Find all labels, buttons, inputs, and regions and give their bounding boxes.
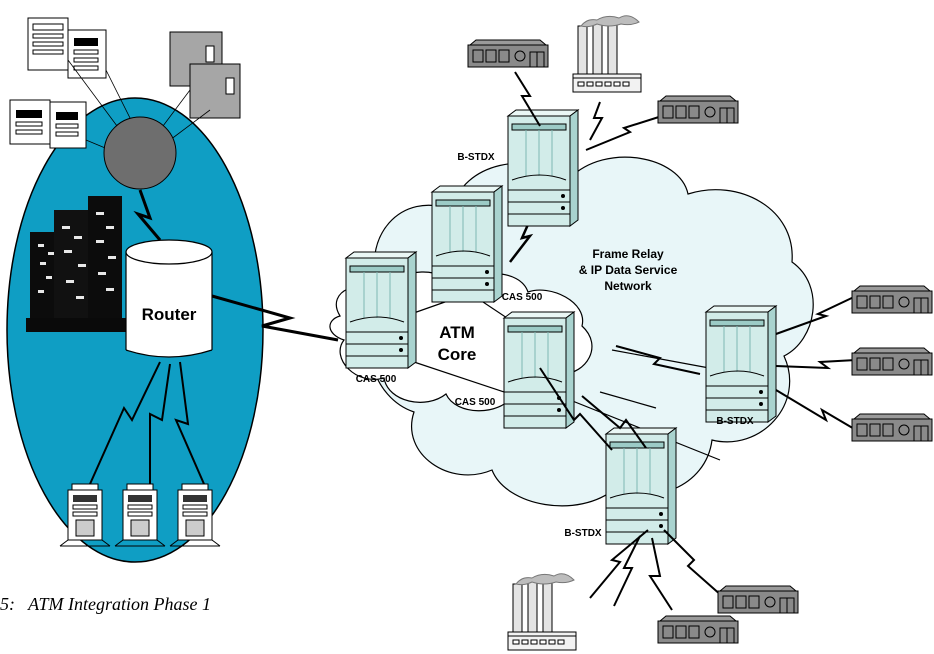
cas-low-label: CAS 500 — [455, 397, 496, 408]
workstation-2 — [114, 483, 166, 547]
router-workstation-links — [89, 361, 205, 485]
frame-relay-label-1: Frame Relay — [592, 247, 664, 261]
cas-left-switch — [345, 251, 417, 369]
bstdx-top-label: B-STDX — [457, 152, 495, 163]
link-router-atm — [211, 294, 339, 342]
bstdx-bottom-switch — [605, 427, 677, 545]
server-rack-2 — [67, 29, 107, 79]
server-rack-3 — [9, 99, 51, 145]
cas-mid-label: CAS 500 — [502, 292, 543, 303]
lan-hub — [103, 116, 177, 190]
storage-cabinet-2 — [189, 63, 241, 119]
link-hub-router — [133, 189, 162, 241]
bstdx-bottom-label: B-STDX — [564, 528, 602, 539]
office-tower — [26, 196, 126, 332]
cas-mid-switch — [431, 185, 503, 303]
workstation-3 — [169, 483, 221, 547]
site-links — [514, 71, 857, 611]
factory-site-bottom — [507, 573, 577, 651]
factory-site-top — [572, 15, 642, 93]
router — [125, 239, 213, 358]
bstdx-right-switch — [705, 305, 777, 423]
frame-relay-label-3: Network — [604, 279, 652, 293]
server-rack-1 — [27, 17, 69, 71]
branch-office-1 — [467, 39, 549, 68]
frame-relay-label-2: & IP Data Service — [579, 263, 678, 277]
branch-office-4 — [851, 347, 933, 376]
server-rack-4 — [49, 101, 87, 149]
link-bstdx-top — [509, 219, 534, 263]
bstdx-top-switch — [507, 109, 579, 227]
branch-office-3 — [851, 285, 933, 314]
branch-office-6 — [717, 585, 799, 614]
workstation-1 — [59, 483, 111, 547]
branch-office-2 — [657, 95, 739, 124]
atm-core-label-2: Core — [438, 345, 477, 364]
branch-office-7 — [657, 615, 739, 644]
cas-low-switch — [503, 311, 575, 429]
figure-caption: 5: ATM Integration Phase 1 — [0, 594, 211, 614]
branch-office-5 — [851, 413, 933, 442]
router-label: Router — [142, 305, 197, 324]
atm-core-label-1: ATM — [439, 323, 475, 342]
cas-left-label: CAS 500 — [356, 374, 397, 385]
bstdx-right-label: B-STDX — [716, 416, 754, 427]
